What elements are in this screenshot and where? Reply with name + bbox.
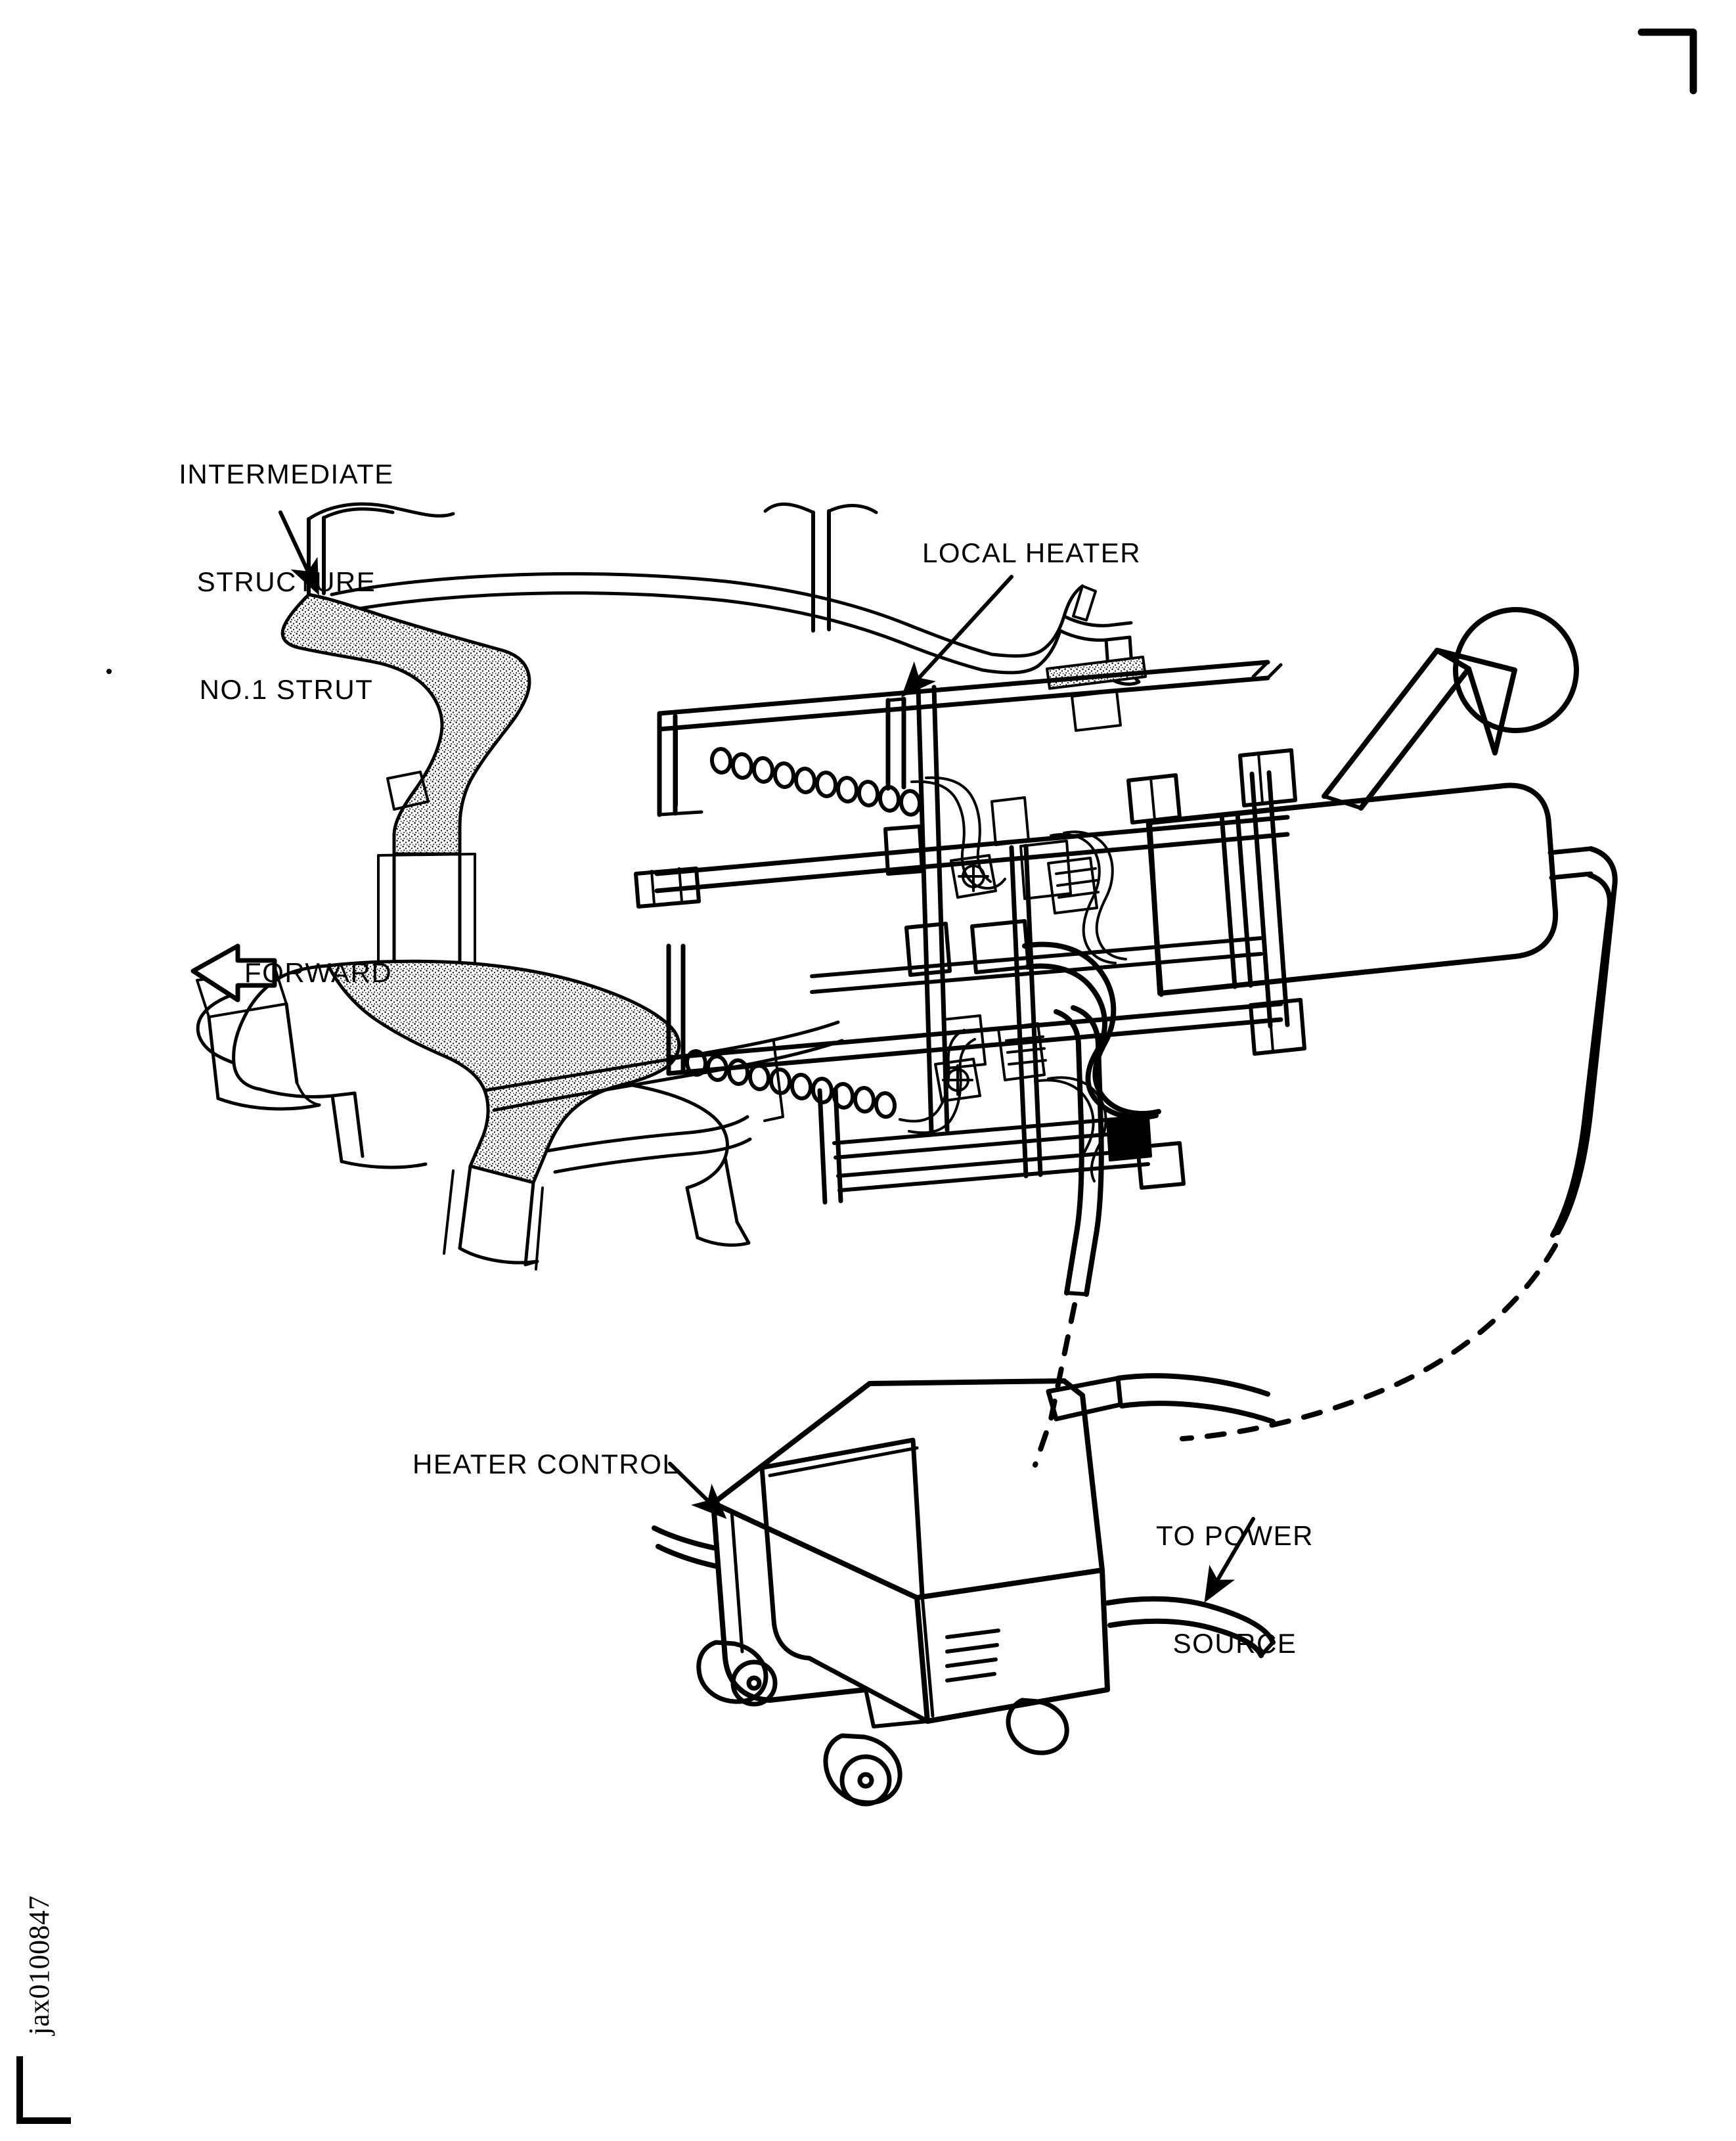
leader-intermediate-structure — [278, 510, 319, 596]
crop-mark-icon — [1637, 28, 1697, 95]
leader-heater-control — [668, 1462, 727, 1520]
label-to-power-source: TO POWER SOURCE — [1136, 1447, 1333, 1734]
callout-leaders — [278, 510, 1255, 1603]
figure-id: jax0100847 — [23, 1895, 55, 2035]
figure-id-corner-mark — [16, 2056, 71, 2124]
label-intermediate-structure-line3: NO.1 STRUT — [199, 673, 374, 705]
label-intermediate-structure: INTERMEDIATE STRUCTURE NO.1 STRUT — [155, 385, 418, 780]
heater-control-cart — [652, 1373, 1276, 1807]
label-intermediate-structure-line2: STRUCTURE — [196, 566, 376, 597]
leader-local-heater — [901, 575, 1013, 698]
forward-arrow-icon — [190, 943, 277, 1003]
label-forward: FORWARD — [244, 957, 393, 988]
leader-to-power-source — [1204, 1517, 1255, 1603]
label-to-power-source-line2: SOURCE — [1172, 1627, 1297, 1659]
label-intermediate-structure-line1: INTERMEDIATE — [179, 459, 394, 490]
local-heater-assembly — [634, 660, 1306, 1205]
power-cables — [1033, 846, 1618, 1468]
label-heater-control: HEATER CONTROL — [412, 1449, 679, 1479]
label-to-power-source-line1: TO POWER — [1156, 1520, 1314, 1552]
label-local-heater: LOCAL HEATER — [922, 537, 1142, 568]
blower-duct — [1126, 607, 1593, 997]
